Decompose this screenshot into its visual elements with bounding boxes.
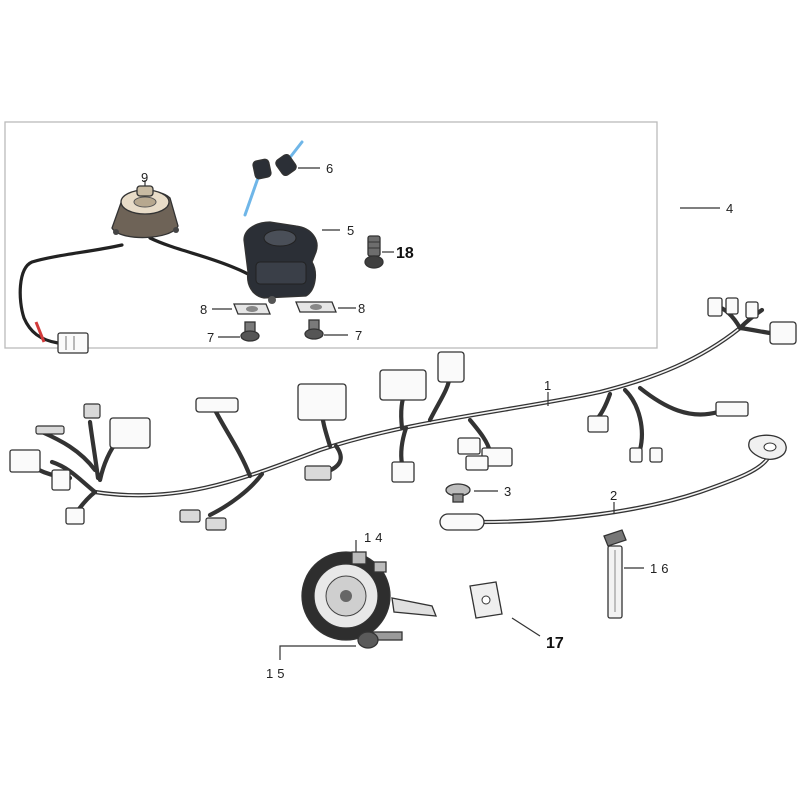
- screw-right: [304, 319, 324, 340]
- connector-mid-7: [437, 351, 465, 383]
- connector-left-4: [109, 417, 151, 449]
- connector-left-3: [65, 507, 85, 525]
- connector-left-2: [51, 469, 71, 491]
- callout-8b: 8: [358, 301, 365, 316]
- connector-mid-1: [195, 397, 239, 413]
- callout-6: 6: [326, 161, 333, 176]
- ignition-connector: [57, 332, 89, 354]
- callout-17: 17: [546, 635, 564, 652]
- callout-14: 14: [364, 530, 386, 545]
- callout-3: 3: [504, 484, 511, 499]
- horn: [301, 551, 437, 641]
- leader-17: [511, 617, 541, 637]
- connector-left-6: [35, 425, 65, 435]
- battery-cable-sleeve: [439, 513, 485, 531]
- callout-9: 9: [141, 170, 148, 185]
- connector-right-1: [587, 415, 609, 433]
- main-wiring-harness: [9, 297, 797, 531]
- connector-right-2: [629, 447, 643, 463]
- connector-right-4: [715, 401, 749, 417]
- connector-right-3: [649, 447, 663, 463]
- callout-7b: 7: [355, 328, 362, 343]
- connector-left-5: [83, 403, 101, 419]
- ignition-switch-body: [243, 221, 318, 304]
- connector-right-5: [707, 297, 723, 317]
- connector-mid-9: [457, 437, 481, 455]
- mounting-bracket: [469, 581, 503, 619]
- connector-mid-3: [205, 517, 227, 531]
- connector-mid-6: [379, 369, 427, 401]
- fuse-holder: [603, 529, 627, 619]
- leader-15: [279, 645, 356, 660]
- connector-right-6: [725, 297, 739, 315]
- subassembly-box: [4, 121, 658, 349]
- washer-left: [233, 303, 271, 315]
- mounting-bolt: [364, 235, 384, 269]
- battery-cable: [439, 434, 787, 531]
- washer-right: [295, 301, 337, 313]
- seat-lock-cylinder: [111, 185, 179, 239]
- callout-1: 1: [544, 378, 551, 393]
- callout-18: 18: [396, 245, 414, 262]
- callout-2: 2: [610, 488, 617, 503]
- callout-7a: 7: [207, 330, 214, 345]
- connector-mid-11: [465, 455, 489, 471]
- connector-mid-8: [391, 461, 415, 483]
- callout-5: 5: [347, 223, 354, 238]
- connector-mid-5: [304, 465, 332, 481]
- horn-bolt: [357, 631, 403, 649]
- connector-left-1: [9, 449, 41, 473]
- connector-right-7: [745, 301, 759, 319]
- connector-mid-4: [297, 383, 347, 421]
- callout-16: 16: [650, 561, 672, 576]
- connector-right-8: [769, 321, 797, 345]
- callout-15: 15: [266, 666, 288, 681]
- connector-mid-2: [179, 509, 201, 523]
- callout-8a: 8: [200, 302, 207, 317]
- ignition-keys: [243, 140, 304, 217]
- harness-screw: [445, 483, 471, 503]
- callout-4: 4: [726, 201, 733, 216]
- screw-left: [240, 321, 260, 342]
